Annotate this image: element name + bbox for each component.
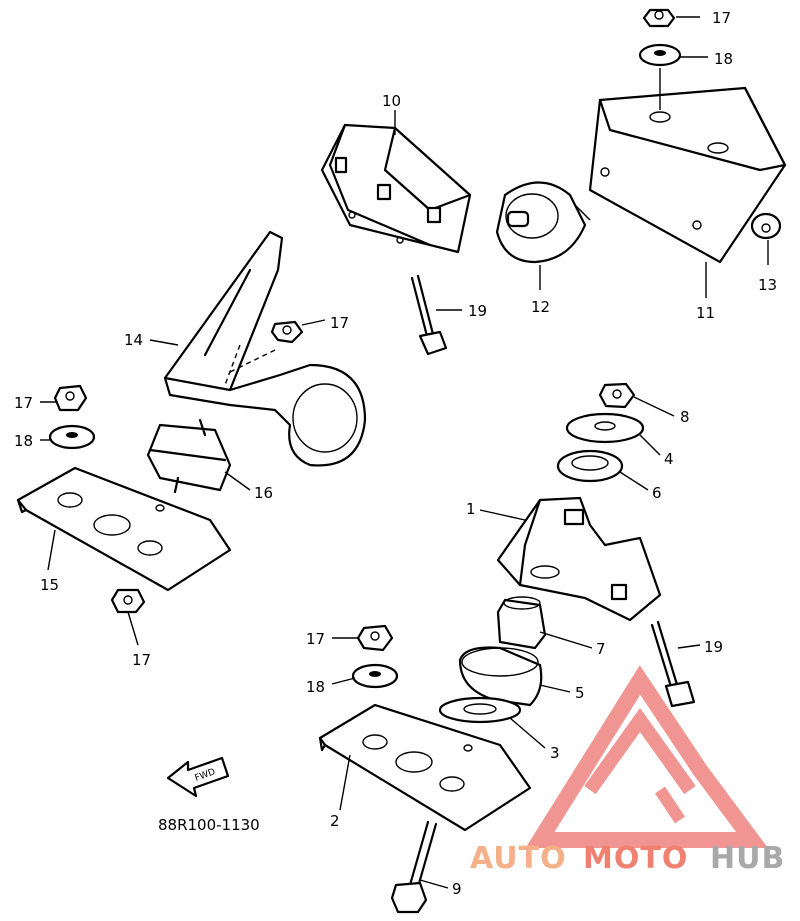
fwd-arrow-icon: FWD bbox=[166, 756, 230, 798]
part-17-nut-top bbox=[642, 8, 676, 28]
watermark-hub: HUB bbox=[710, 841, 785, 876]
leader-lines bbox=[40, 16, 769, 889]
callout-17-left-lower: 17 bbox=[132, 651, 151, 669]
callout-18-left: 18 bbox=[14, 432, 33, 450]
callout-11: 11 bbox=[696, 304, 715, 322]
part-2-plate bbox=[318, 703, 532, 832]
part-19-bolt-right bbox=[650, 620, 696, 708]
callout-17-top: 17 bbox=[712, 9, 731, 27]
part-1-main-bracket bbox=[496, 496, 662, 622]
watermark-moto: MOTO bbox=[583, 841, 688, 876]
callout-2: 2 bbox=[330, 812, 340, 830]
callout-10: 10 bbox=[382, 92, 401, 110]
callout-6: 6 bbox=[652, 484, 662, 502]
part-6-bushing bbox=[556, 449, 624, 483]
part-18-washer-left bbox=[48, 424, 96, 450]
callout-12: 12 bbox=[531, 298, 550, 316]
watermark-logo bbox=[525, 665, 768, 848]
callout-9: 9 bbox=[452, 880, 462, 898]
part-16-rubber-mount bbox=[146, 418, 232, 494]
callout-15: 15 bbox=[40, 576, 59, 594]
part-17-nut-left-lower bbox=[110, 588, 146, 614]
callout-18-top: 18 bbox=[714, 50, 733, 68]
callout-13: 13 bbox=[758, 276, 777, 294]
callout-5: 5 bbox=[575, 684, 585, 702]
part-11-cover-bracket bbox=[588, 68, 787, 264]
part-5-bushing bbox=[458, 646, 543, 707]
part-4-washer bbox=[565, 412, 645, 444]
part-17-nut-bracket bbox=[270, 320, 304, 344]
part-19-bolt-upper bbox=[410, 274, 448, 356]
callout-18-center: 18 bbox=[306, 678, 325, 696]
part-10-upper-bracket bbox=[320, 123, 472, 254]
watermark-auto: AUTO bbox=[470, 841, 567, 876]
part-15-plate bbox=[16, 466, 232, 592]
part-18-washer-center bbox=[351, 663, 399, 689]
callout-1: 1 bbox=[466, 500, 476, 518]
watermark-triangle bbox=[525, 665, 768, 848]
callout-3: 3 bbox=[550, 744, 560, 762]
callout-8: 8 bbox=[680, 408, 690, 426]
part-7-spacer bbox=[496, 596, 547, 650]
part-12-damper bbox=[495, 181, 591, 264]
part-3-washer bbox=[438, 696, 522, 724]
callout-19-right: 19 bbox=[704, 638, 723, 656]
part-13-bolt bbox=[750, 212, 782, 240]
callout-17-bracket: 17 bbox=[330, 314, 349, 332]
watermark-text: AUTO MOTO HUB bbox=[470, 841, 785, 876]
part-8-nut-right bbox=[598, 382, 636, 409]
part-9-bolt bbox=[390, 820, 438, 914]
callouts: 10 12 11 13 17 18 19 17 14 17 18 16 15 1… bbox=[14, 9, 777, 898]
part-14-left-bracket bbox=[163, 230, 367, 467]
callout-7: 7 bbox=[596, 640, 606, 658]
callout-14: 14 bbox=[124, 331, 143, 349]
callout-17-center: 17 bbox=[306, 630, 325, 648]
part-17-nut-left bbox=[53, 384, 88, 412]
callout-16: 16 bbox=[254, 484, 273, 502]
part-18-washer-top bbox=[638, 43, 682, 67]
diagram-code: 88R100-1130 bbox=[158, 816, 260, 834]
callout-4: 4 bbox=[664, 450, 674, 468]
callout-19-upper: 19 bbox=[468, 302, 487, 320]
part-17-nut-center bbox=[356, 624, 394, 652]
callout-17-left: 17 bbox=[14, 394, 33, 412]
